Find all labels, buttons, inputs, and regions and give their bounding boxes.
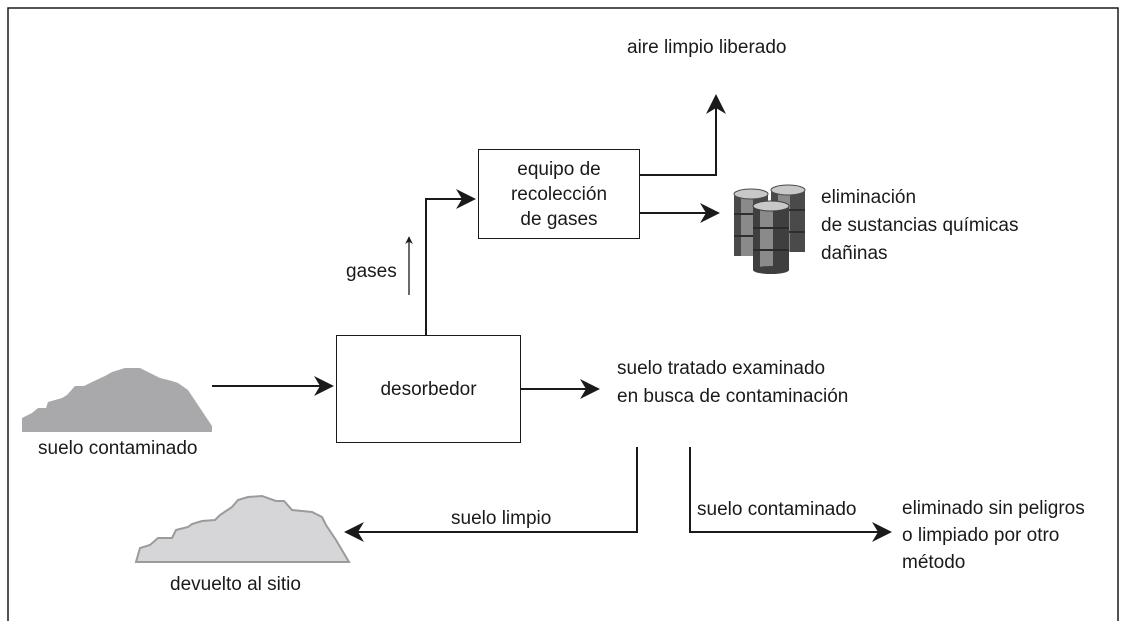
diagram-frame bbox=[7, 7, 1119, 621]
chemical-barrels-icon bbox=[733, 184, 806, 274]
desorbedor-label: desorbedor bbox=[380, 378, 477, 400]
soil-pile-icon bbox=[134, 494, 351, 563]
gases-label: gases bbox=[346, 261, 397, 282]
tratado-label-line2: en busca de contaminación bbox=[617, 386, 849, 407]
soil-pile-icon bbox=[22, 368, 212, 432]
tratado-label-line1: suelo tratado examinado bbox=[617, 358, 826, 379]
equipo-box: equipo de recolección de gases bbox=[478, 149, 640, 239]
eliminacion-label-line1: eliminación bbox=[821, 187, 917, 208]
eliminacion-label-line3: dañinas bbox=[821, 243, 888, 264]
arrow-equipo-to-aire bbox=[640, 94, 726, 176]
aire-label: aire limpio liberado bbox=[627, 37, 787, 58]
eliminado-label-line2: o limpiado por otro bbox=[902, 525, 1060, 546]
suelo-contaminado-input-label: suelo contaminado bbox=[38, 438, 198, 459]
arrow-tratado-to-eliminado bbox=[689, 447, 892, 542]
suelo-limpio-label: suelo limpio bbox=[451, 508, 552, 529]
arrow-tratado-to-devuelto bbox=[344, 447, 638, 542]
eliminado-label-line3: método bbox=[902, 552, 966, 573]
desorbedor-box: desorbedor bbox=[336, 335, 521, 443]
eliminacion-label-line2: de sustancias químicas bbox=[821, 215, 1019, 236]
eliminado-label-line1: eliminado sin peligros bbox=[902, 498, 1085, 519]
equipo-label-line1: equipo de bbox=[517, 158, 601, 180]
equipo-label-line3: de gases bbox=[520, 208, 598, 230]
arrow-desorbedor-to-equipo bbox=[425, 189, 476, 335]
devuelto-label: devuelto al sitio bbox=[170, 574, 301, 595]
equipo-label-line2: recolección bbox=[510, 183, 608, 205]
suelo-contaminado-output-label: suelo contaminado bbox=[697, 499, 857, 520]
